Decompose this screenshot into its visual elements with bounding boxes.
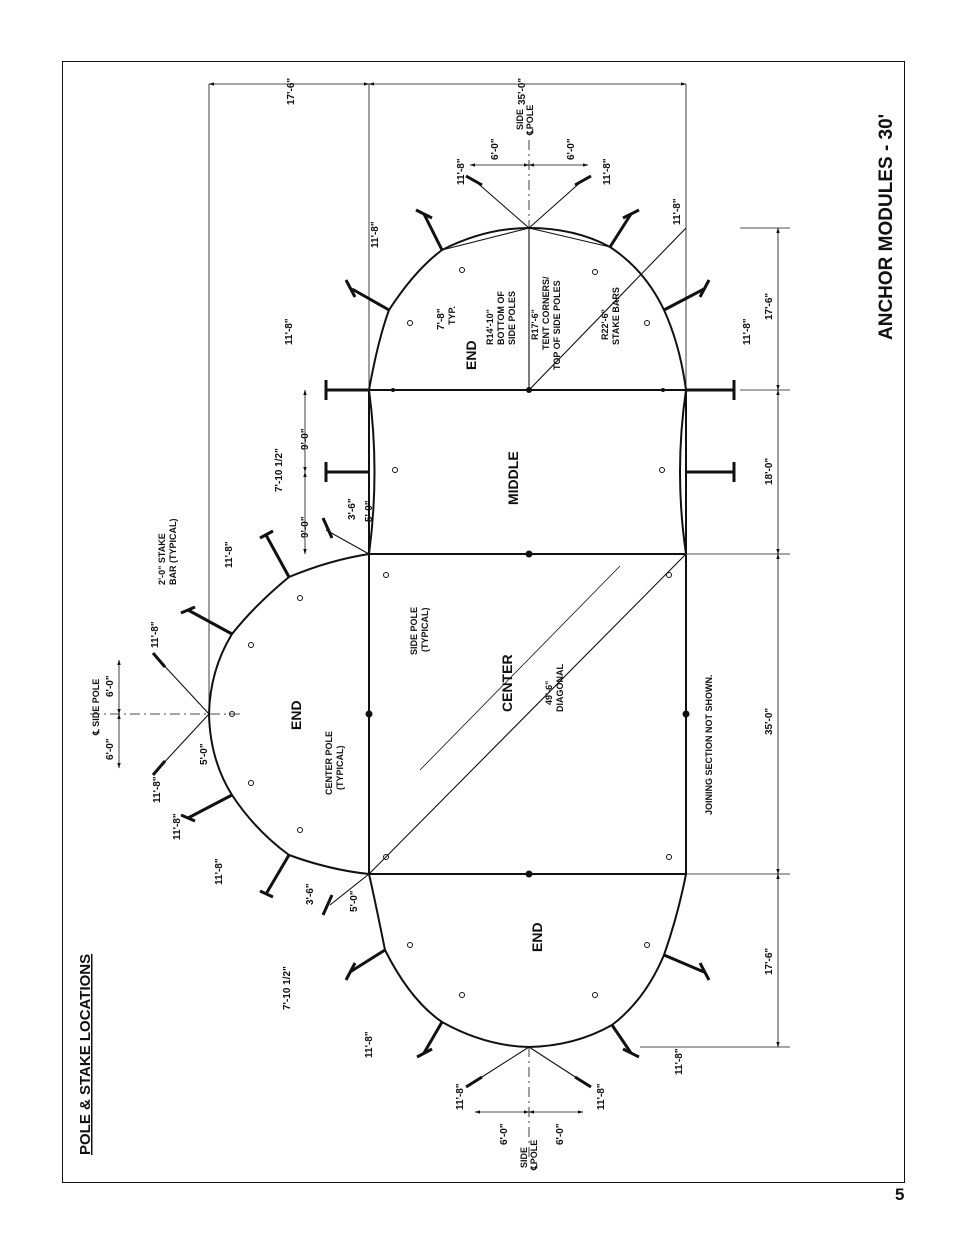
diagonal-label: 49'-6" <box>544 681 554 705</box>
dim-6-0-top-a: 6'-0" <box>490 138 501 160</box>
side-pole-typ-label-2: (TYPICAL) <box>420 608 430 653</box>
dim-17-6-top: 17'-6" <box>286 78 297 105</box>
side-poles <box>229 267 672 998</box>
module-labels: END MIDDLE CENTER END END <box>288 340 545 952</box>
dim-6-0-top-b: 6'-0" <box>566 138 577 160</box>
dim-17-6-right-bottom: 17'-6" <box>764 948 775 975</box>
diagonal-label-2: DIAGONAL <box>555 664 565 712</box>
dim-35-0-right: 35'-0" <box>764 708 775 735</box>
page-border <box>62 61 905 1183</box>
dim-11-8-9: 11'-8" <box>152 776 163 803</box>
joining-note: JOINING SECTION NOT SHOWN. <box>704 674 714 815</box>
side-top-label: SIDE <box>515 109 525 130</box>
dimension-lines <box>117 82 790 1114</box>
dim-9-0-b: 9'-0" <box>300 516 311 538</box>
dim-11-8-5: 11'-8" <box>672 198 683 225</box>
dim-17-6-right-top: 17'-6" <box>764 293 775 320</box>
dim-11-8-1: 11'-8" <box>284 318 295 345</box>
dim-11-8-14: 11'-8" <box>596 1083 607 1110</box>
dim-11-8-11: 11'-8" <box>214 858 225 885</box>
dim-11-8-6: 11'-8" <box>742 318 753 345</box>
dim-11-8-7: 11'-8" <box>224 541 235 568</box>
r14-label-3: SIDE POLES <box>507 291 517 345</box>
cl-side-pole-left: ℄ SIDE POLE <box>91 679 101 736</box>
r17-label-2: TENT CORNERS/ <box>541 276 551 350</box>
dim-11-8-12: 11'-8" <box>364 1031 375 1058</box>
center-lines <box>90 140 530 1160</box>
dim-11-8-3: 11'-8" <box>456 158 467 185</box>
r14-label: R14'-10" <box>485 309 495 345</box>
dim-6-0-bottom-b: 6'-0" <box>555 1123 566 1145</box>
r14-label-2: BOTTOM OF <box>496 291 506 345</box>
label-end-top: END <box>463 340 479 370</box>
dim-18-0: 18'-0" <box>764 458 775 485</box>
stake-bar-label-2: BAR (TYPICAL) <box>168 519 178 586</box>
dim-35-0-top: 35'-0" <box>517 78 528 105</box>
poles <box>365 387 690 878</box>
dim-3-6-top: 3'-6" <box>347 498 358 520</box>
stake-bar-label: 2'-0" STAKE <box>157 533 167 585</box>
dim-9-0-a: 9'-0" <box>300 428 311 450</box>
tent-outline <box>207 226 687 1049</box>
dim-5-0-left: 5'-0" <box>199 743 210 765</box>
dim-3-6-bottom: 3'-6" <box>305 883 316 905</box>
annotation-labels: 2'-0" STAKE BAR (TYPICAL) SIDE POLE (TYP… <box>91 105 714 1171</box>
dim-5-0-top: 5'-0" <box>364 500 375 522</box>
dim-11-8-15: 11'-8" <box>674 1048 685 1075</box>
page-number: 5 <box>895 1185 905 1204</box>
dim-5-0-bottom: 5'-0" <box>349 890 360 912</box>
radial-lines <box>158 179 687 1083</box>
dim-7-10-bottom: 7'-10 1/2" <box>282 966 293 1010</box>
dim-11-8-2: 11'-8" <box>370 221 381 248</box>
dim-11-8-4: 11'-8" <box>602 158 613 185</box>
r22-label-2: STAKE BARS <box>611 287 621 345</box>
dim-7-10-top: 7'-10 1/2" <box>274 448 285 492</box>
title-group: ANCHOR MODULES - 30' POLE & STAKE LOCATI… <box>77 114 897 1155</box>
center-pole-label: CENTER POLE <box>324 731 334 795</box>
dim-11-8-8: 11'-8" <box>150 621 161 648</box>
r22-label: R22'-6" <box>600 309 610 340</box>
pole-bottom-label: ℄POLE <box>529 1140 539 1171</box>
side-pole-typ-label: SIDE POLE <box>409 607 419 655</box>
label-center: CENTER <box>499 654 515 712</box>
page-title: ANCHOR MODULES - 30' <box>876 114 897 340</box>
stake-bars <box>151 174 736 1089</box>
r17-label-3: TOP OF SIDE POLES <box>552 280 562 370</box>
r17-label: R17'-6" <box>530 309 540 340</box>
dim-11-8-13: 11'-8" <box>455 1083 466 1110</box>
dim-6-0-bottom-a: 6'-0" <box>499 1123 510 1145</box>
side-bottom-label: SIDE <box>519 1147 529 1168</box>
dim-6-0-left-a: 6'-0" <box>105 675 116 697</box>
label-middle: MIDDLE <box>505 451 521 505</box>
label-end-bottom: END <box>529 922 545 952</box>
pole-top-label: ℄POLE <box>525 105 535 136</box>
section-heading: POLE & STAKE LOCATIONS <box>77 954 94 1155</box>
typ-label: TYP. <box>447 306 457 325</box>
dim-6-0-left-b: 6'-0" <box>105 738 116 760</box>
center-pole-label-2: (TYPICAL) <box>335 746 345 791</box>
typ-dim-label: 7'-8" <box>436 308 447 330</box>
dimension-texts: 17'-6" 35'-0" 17'-6" 18'-0" 35'-0" 17'-6… <box>105 78 775 1145</box>
dim-11-8-10: 11'-8" <box>172 813 183 840</box>
label-end-left: END <box>288 700 304 730</box>
